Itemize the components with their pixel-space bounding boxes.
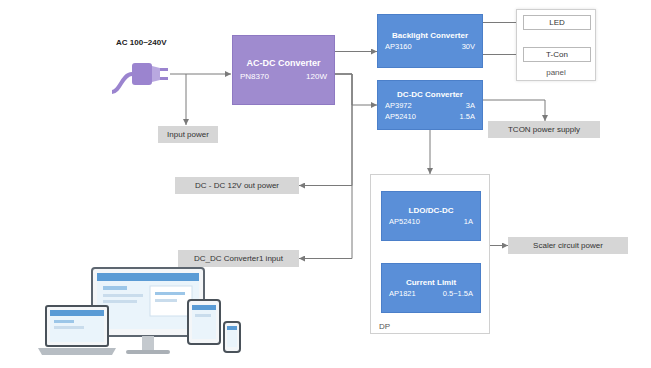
input-wire	[170, 74, 231, 75]
text-row: AP1821 0.5~1.5A	[382, 288, 480, 299]
dp-group: DP LDO/DC-DCAP52410 1A Current LimitAP1821 0…	[370, 174, 490, 334]
text-row: Input power	[163, 130, 213, 139]
converter-box: LDO/DC-DCAP52410 1A	[381, 191, 481, 241]
box-text: PN8370	[240, 70, 269, 83]
output-label: DC_DC Converter1 input	[178, 250, 299, 267]
output-label: TCON power supply	[488, 121, 600, 138]
text-row: Backlight Converter	[378, 30, 482, 41]
text-row: AP52410 1.5A	[378, 111, 482, 122]
box-title: TCON power supply	[508, 125, 580, 134]
text-row: AC-DC Converter	[233, 57, 334, 70]
box-title: LED	[549, 18, 565, 27]
plug-icon	[112, 63, 168, 92]
panel-group: panel LED T-Con	[516, 9, 596, 81]
text-row: PN8370 120W	[233, 70, 334, 83]
box-text: AP52410	[389, 216, 420, 227]
power-arrow	[483, 100, 545, 121]
input-branch	[186, 74, 187, 125]
text-row: AP3160 30V	[378, 41, 482, 52]
box-text: AP1821	[389, 288, 416, 299]
box-text: 1A	[464, 216, 473, 227]
box-title: Scaler circuit power	[533, 241, 603, 250]
box-title: DC-DC Converter	[397, 89, 463, 100]
box-text: 30V	[462, 41, 475, 52]
box-text: AP3160	[385, 41, 412, 52]
text-row: DC - DC 12V out power	[180, 181, 294, 190]
converter-box: Backlight ConverterAP3160 30V	[377, 14, 483, 68]
panel-part: LED	[523, 15, 591, 30]
text-row: TCON power supply	[493, 125, 595, 134]
box-title: DC - DC 12V out power	[195, 181, 279, 190]
box-title: panel	[517, 68, 595, 77]
text-row: Current Limit	[382, 277, 480, 288]
box-title: Backlight Converter	[392, 30, 468, 41]
output-label: DC - DC 12V out power	[175, 177, 299, 194]
text-row: LDO/DC-DC	[382, 205, 480, 216]
limit-box: Current LimitAP1821 0.5~1.5A	[381, 263, 481, 313]
output-label: Scaler circuit power	[508, 237, 628, 254]
box-title: LDO/DC-DC	[409, 205, 454, 216]
text-row: LED	[524, 18, 590, 27]
box-text: AP3972	[385, 100, 412, 111]
power-arrow	[335, 74, 377, 105]
box-title: T-Con	[546, 50, 568, 59]
panel-part: T-Con	[523, 47, 591, 62]
box-title: Current Limit	[406, 277, 456, 288]
box-title: Input power	[167, 130, 209, 139]
box-text: AP52410	[385, 111, 416, 122]
devices-illustration	[38, 268, 240, 355]
box-text: 120W	[306, 70, 327, 83]
power-arrow	[335, 51, 377, 52]
text-row: T-Con	[524, 50, 590, 59]
box-title: DC_DC Converter1 input	[194, 254, 283, 263]
box-text: 1.5A	[460, 111, 475, 122]
text-row: Scaler circuit power	[513, 241, 623, 250]
box-title: AC-DC Converter	[246, 57, 320, 70]
box-text: 0.5~1.5A	[443, 288, 473, 299]
text-row: DC-DC Converter	[378, 89, 482, 100]
output-label: Input power	[158, 126, 218, 143]
voltage-label: AC 100~240V	[116, 38, 166, 47]
converter-box: AC-DC ConverterPN8370 120W	[232, 35, 335, 105]
text-row: AP3972 3A	[378, 100, 482, 111]
text-row: AP52410 1A	[382, 216, 480, 227]
text-row: DC_DC Converter1 input	[183, 254, 294, 263]
converter-box: DC-DC ConverterAP3972 3A AP52410 1.5A	[377, 80, 483, 130]
power-arrow	[430, 130, 431, 174]
box-title: DP	[379, 322, 390, 331]
box-text: 3A	[466, 100, 475, 111]
